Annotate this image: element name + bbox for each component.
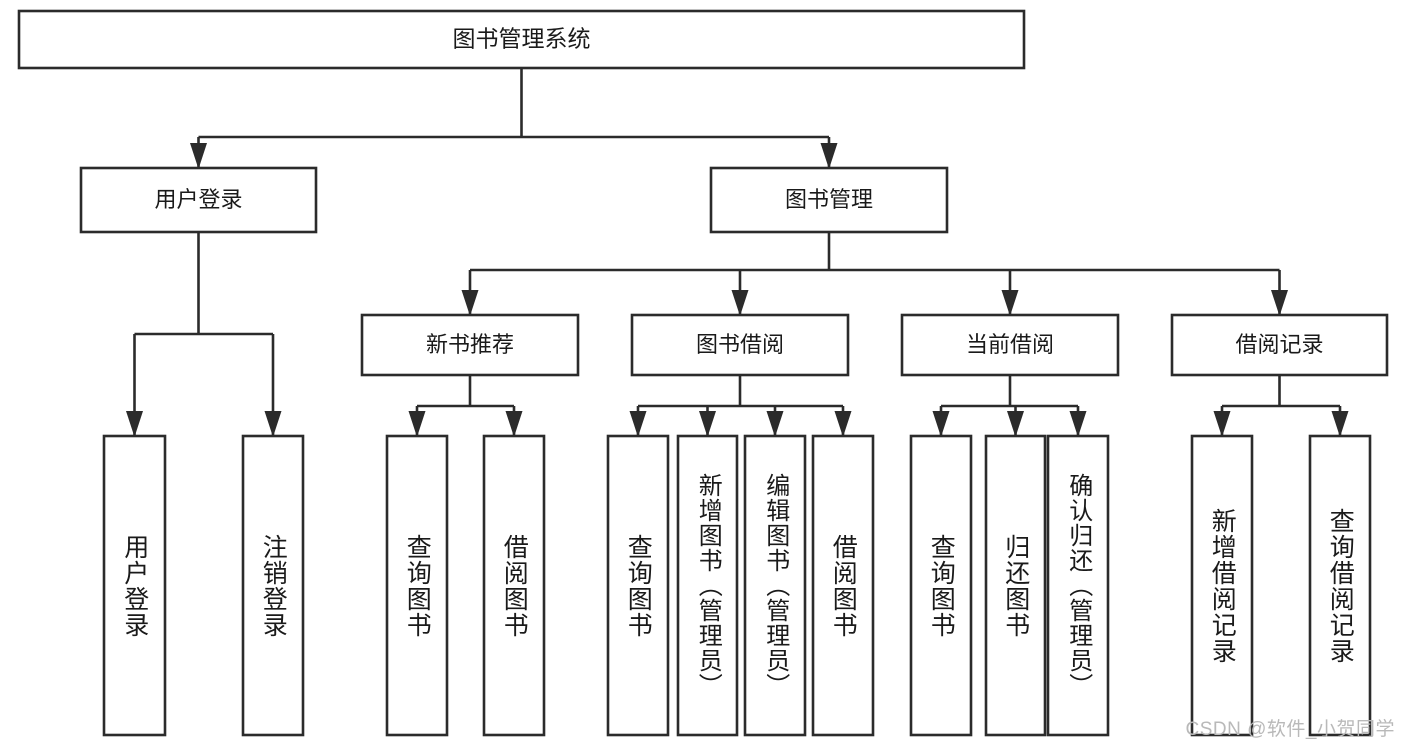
node-label-book-borrow: 图书借阅 [696,332,784,357]
node-box-leaf-user-logout [241,434,305,737]
node-box-leaf-borrow-borrow-book [811,434,875,737]
node-box-leaf-recommend-borrow-book [482,434,546,737]
node-label-borrow-record: 借阅记录 [1235,332,1323,357]
node-label-user-login: 用户登录 [154,187,242,212]
node-box-leaf-recommend-query-book [385,434,449,737]
node-box-book-management [709,166,949,234]
node-label-current-borrow: 当前借阅 [966,332,1054,357]
node-box-new-book-recommend [360,313,580,377]
node-box-leaf-current-confirm [1046,434,1110,737]
node-box-leaf-borrow-add-book [676,434,739,737]
node-box-layer [17,9,1389,737]
node-box-borrow-record [1170,313,1389,377]
node-box-leaf-record-query [1308,434,1372,737]
node-label-book-management: 图书管理 [785,187,873,212]
node-box-leaf-borrow-query-book [606,434,670,737]
node-box-user-login [79,166,318,234]
node-box-root [17,9,1026,70]
node-box-current-borrow [900,313,1120,377]
node-box-book-borrow [630,313,850,377]
connector-layer [126,68,1349,437]
node-box-leaf-current-query-book [909,434,973,737]
node-label-new-book-recommend: 新书推荐 [426,332,514,357]
node-box-leaf-current-return-book [984,434,1047,737]
node-box-leaf-borrow-edit-book [743,434,807,737]
watermark-text: CSDN @软件_小贺同学 [1185,719,1395,740]
node-box-leaf-record-add [1190,434,1254,737]
node-label-root: 图书管理系统 [453,26,591,52]
node-box-leaf-user-login [102,434,167,737]
